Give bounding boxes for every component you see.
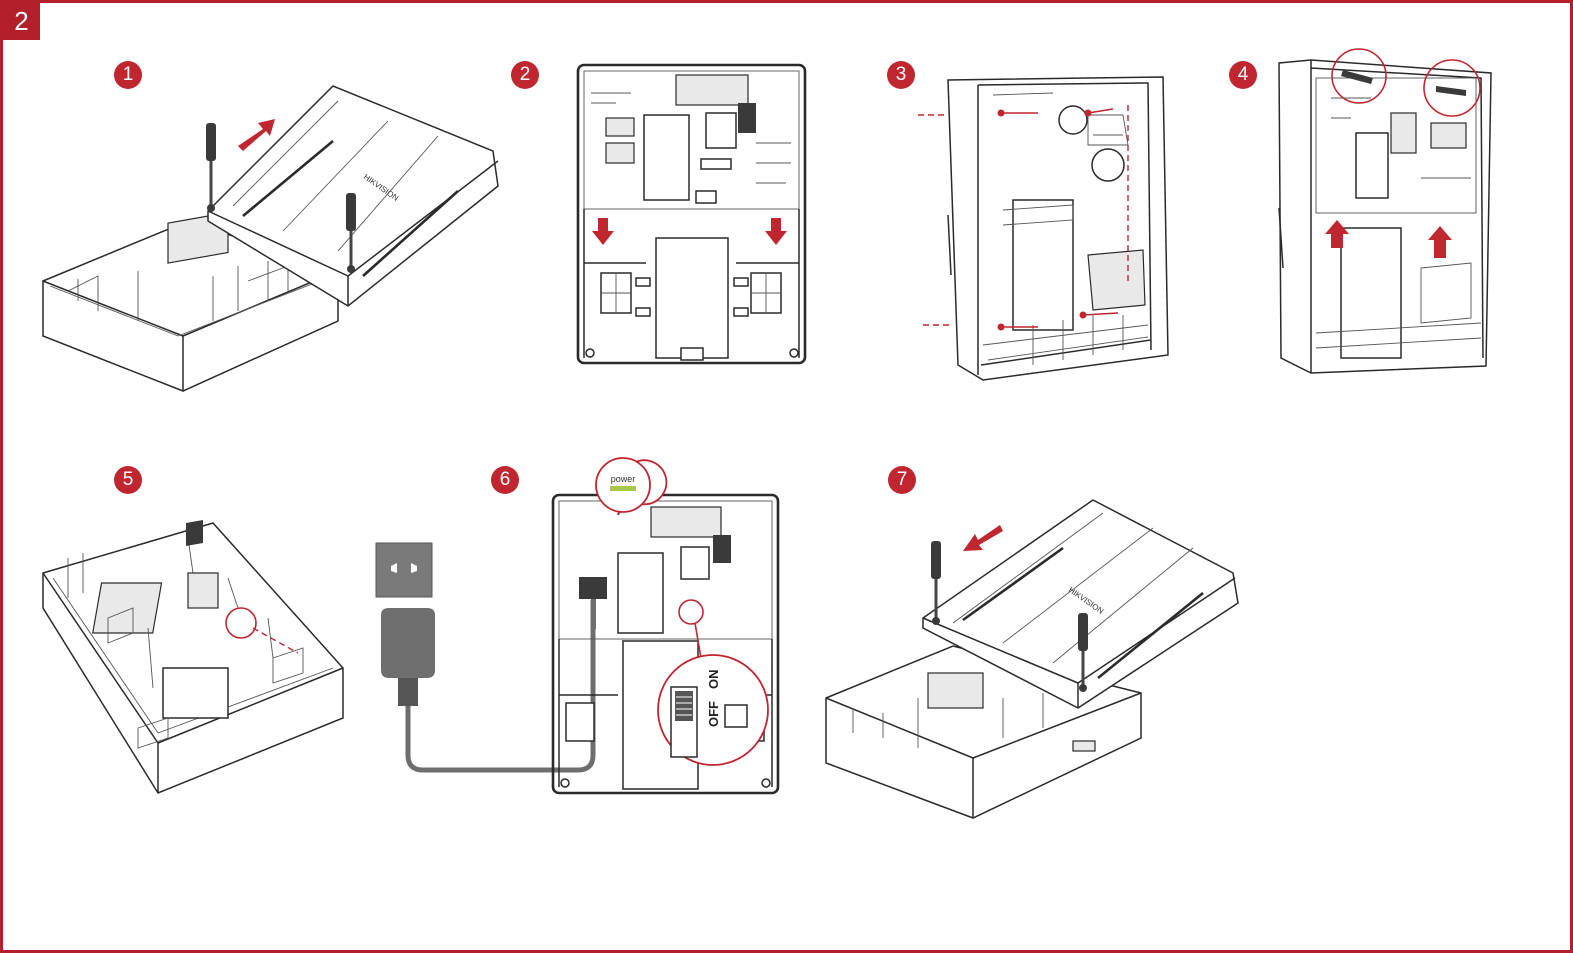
screwdriver-icon <box>346 193 356 273</box>
step-badge-5: 5 <box>114 466 142 494</box>
step-7-illustration: HIKVISION <box>825 499 1239 819</box>
magnifier-circle-icon <box>1423 59 1481 117</box>
step-3-illustration <box>918 76 1169 381</box>
arrow-icon <box>963 525 1003 551</box>
arrow-icon <box>238 119 275 151</box>
arrow-icon <box>1325 220 1349 248</box>
step-badge-3: 3 <box>887 61 915 89</box>
arrow-icon <box>1428 226 1452 258</box>
power-adapter-icon <box>381 600 596 773</box>
magnifier-circle-icon <box>1331 48 1387 104</box>
step-6-illustration: power OFF ON <box>375 457 780 795</box>
arrow-icon <box>592 218 614 245</box>
step-badge-4: 4 <box>1229 61 1257 89</box>
power-led <box>610 486 636 491</box>
step-badge-1: 1 <box>114 61 142 89</box>
switch-on-label: ON <box>706 670 721 690</box>
power-label: power <box>611 474 636 484</box>
wall-socket-icon <box>375 542 433 598</box>
switch-off-label: OFF <box>706 701 721 727</box>
screwdriver-icon <box>1078 613 1088 692</box>
magnifier-circle-icon <box>678 599 704 625</box>
step-1-illustration: HIKVISION <box>42 85 499 392</box>
arrow-icon <box>765 218 787 245</box>
step-5-illustration <box>42 520 344 794</box>
magnifier-circle-icon <box>225 607 257 639</box>
step-badge-6: 6 <box>491 466 519 494</box>
step-4-illustration <box>1278 48 1492 374</box>
step-badge-2: 2 <box>511 61 539 89</box>
screwdriver-icon <box>931 541 941 625</box>
step-2-illustration <box>576 63 807 365</box>
screwdriver-icon <box>206 123 216 212</box>
page-number-tag: 2 <box>3 3 40 40</box>
step-badge-7: 7 <box>888 466 916 494</box>
